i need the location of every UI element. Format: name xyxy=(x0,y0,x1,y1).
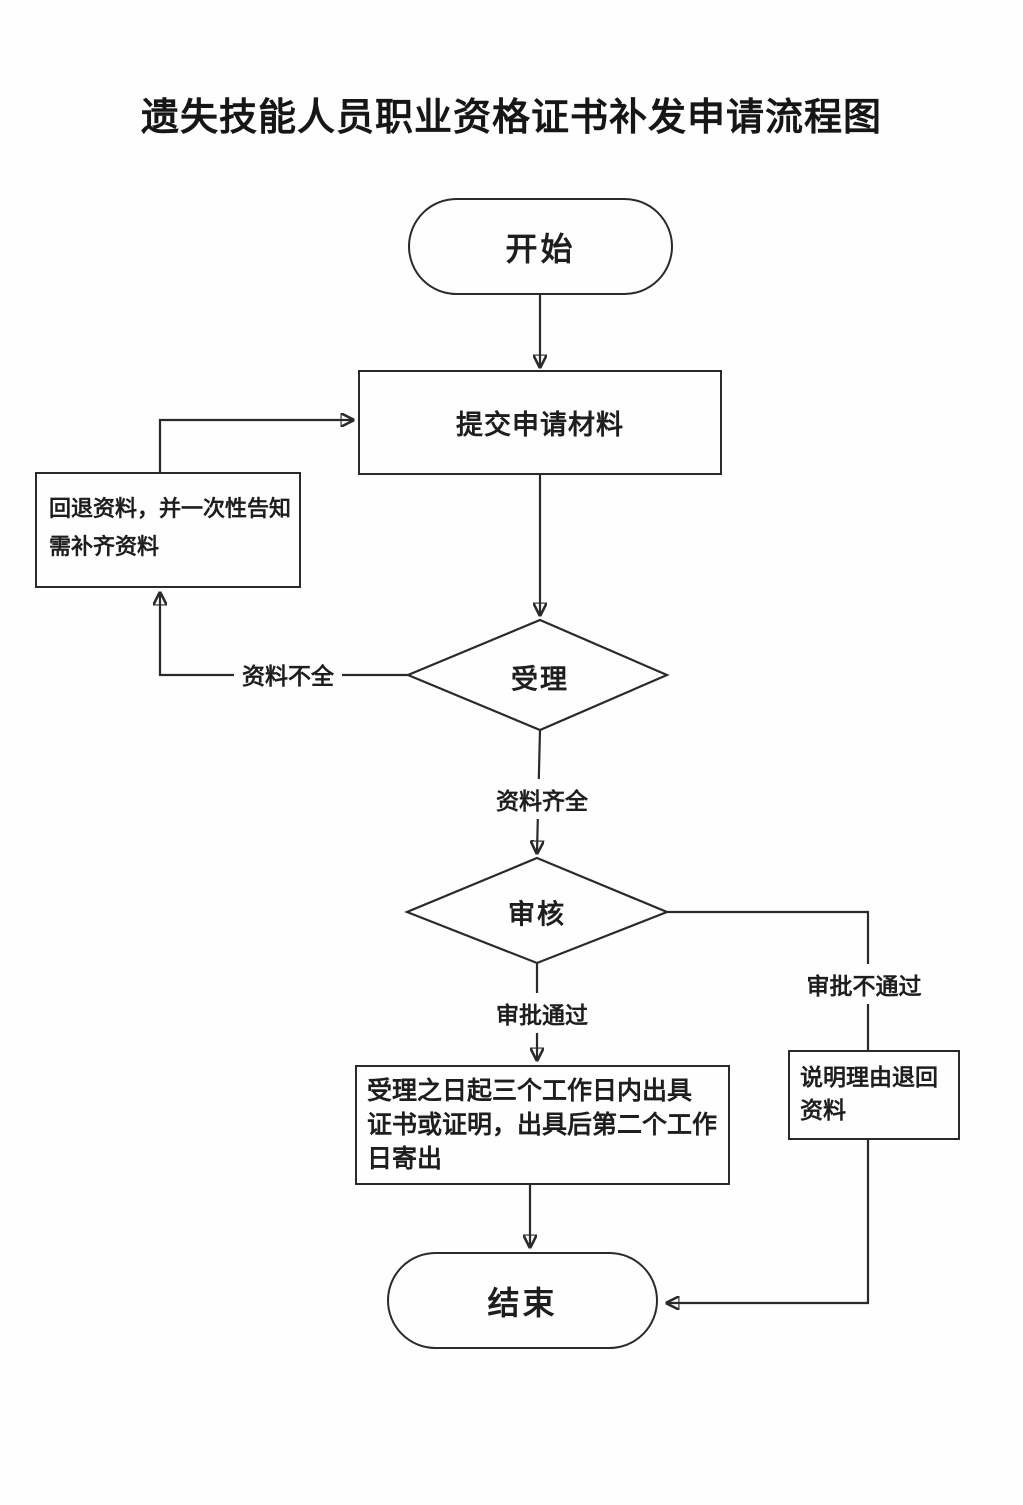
issue-certificate-line-3: 日寄出 xyxy=(367,1146,443,1173)
accept-decision-label: 受理 xyxy=(511,664,569,695)
start-node: 开始 xyxy=(408,198,673,295)
submit-node: 提交申请材料 xyxy=(358,370,722,475)
return-materials-line-2: 需补齐资料 xyxy=(49,534,160,559)
edge-explain-to-end xyxy=(668,1140,870,1303)
issue-certificate-node: 受理之日起三个工作日内出具 证书或证明，出具后第二个工作 日寄出 xyxy=(355,1065,730,1185)
edge-review-to-explain xyxy=(667,910,870,1050)
edge-label-approved: 审批通过 xyxy=(488,993,596,1033)
review-decision-shape xyxy=(404,856,670,965)
start-node-label: 开始 xyxy=(505,230,576,267)
page-title: 遗失技能人员职业资格证书补发申请流程图 xyxy=(140,97,882,139)
edge-label-rejected: 审批不通过 xyxy=(798,964,930,1004)
edge-label-complete: 资料齐全 xyxy=(488,779,596,819)
edge-return-to-submit xyxy=(158,420,352,472)
edge-label-incomplete: 资料不全 xyxy=(234,654,342,694)
return-materials-line-1: 回退资料，并一次性告知 xyxy=(49,496,292,521)
accept-decision-shape xyxy=(405,618,670,732)
explain-return-line-1: 说明理由退回 xyxy=(800,1065,938,1090)
return-materials-node: 回退资料，并一次性告知 需补齐资料 xyxy=(35,472,301,588)
issue-certificate-line-1: 受理之日起三个工作日内出具 xyxy=(367,1078,693,1105)
explain-return-node: 说明理由退回 资料 xyxy=(788,1050,960,1140)
review-decision-label: 审核 xyxy=(508,899,566,930)
issue-certificate-line-2: 证书或证明，出具后第二个工作 xyxy=(367,1112,718,1139)
end-node-label: 结束 xyxy=(487,1284,558,1321)
submit-node-label: 提交申请材料 xyxy=(456,410,624,440)
explain-return-line-2: 资料 xyxy=(800,1098,846,1123)
end-node: 结束 xyxy=(387,1252,658,1349)
